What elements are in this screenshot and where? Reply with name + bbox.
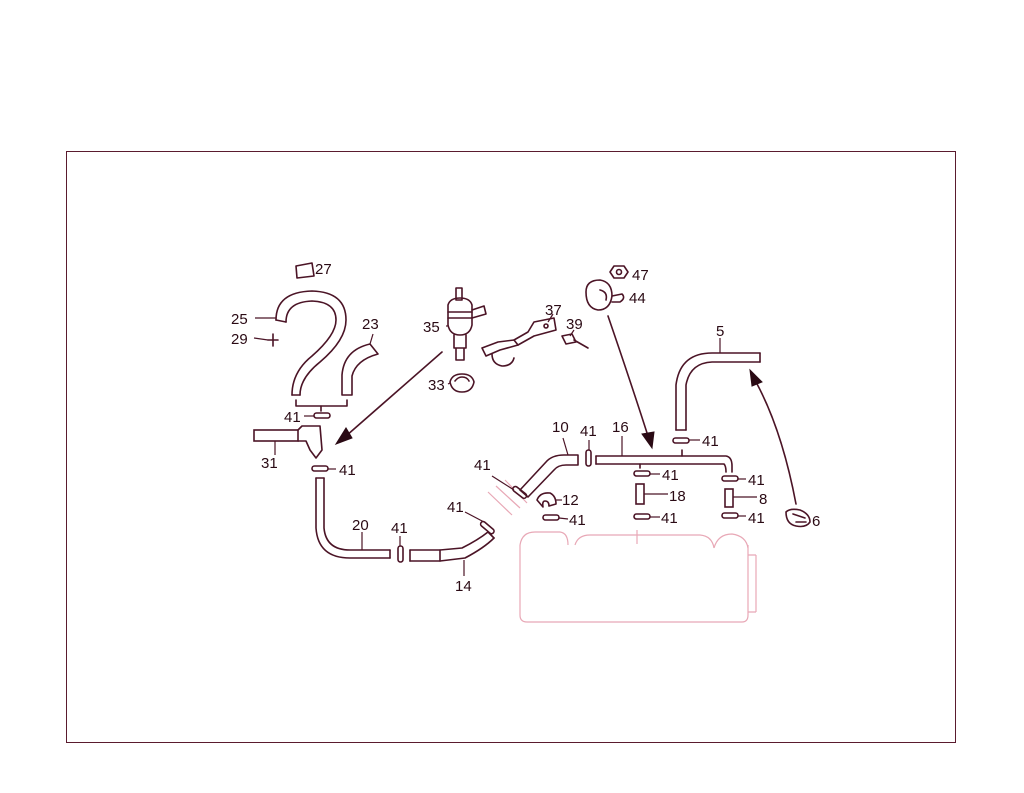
label-41-e: 41	[474, 457, 491, 474]
label-25: 25	[231, 311, 248, 328]
label-8: 8	[759, 491, 767, 508]
part-23-hose	[341, 343, 379, 396]
label-41-a: 41	[284, 409, 301, 426]
label-31: 31	[261, 455, 278, 472]
part-14-hose	[409, 531, 495, 562]
part-25-hose	[275, 290, 347, 396]
label-20: 20	[352, 517, 369, 534]
label-47: 47	[632, 267, 649, 284]
label-41-j: 41	[661, 510, 678, 527]
label-6: 6	[812, 513, 820, 530]
label-29: 29	[231, 331, 248, 348]
label-35: 35	[423, 319, 440, 336]
part-37-bracket	[481, 317, 557, 367]
label-10: 10	[552, 419, 569, 436]
label-41-i: 41	[662, 467, 679, 484]
arrow-filter-to-tee	[334, 351, 443, 445]
label-33: 33	[428, 377, 445, 394]
part-18-pipe	[635, 483, 645, 505]
part-33-grommet	[449, 373, 475, 393]
part-31-tee	[253, 425, 323, 459]
part-5-hose	[675, 352, 761, 431]
arrow-clip-to-hose	[749, 368, 797, 505]
part-44-mount	[585, 279, 625, 311]
label-18: 18	[669, 488, 686, 505]
leader-lines	[253, 313, 757, 576]
part-8-pipe	[724, 488, 734, 508]
label-16: 16	[612, 419, 629, 436]
label-41-g: 41	[569, 512, 586, 529]
label-41-b: 41	[339, 462, 356, 479]
part-12-elbow	[536, 492, 557, 508]
label-23: 23	[362, 316, 379, 333]
label-41-k: 41	[748, 472, 765, 489]
fuel-tank-outline	[487, 479, 757, 623]
label-12: 12	[562, 492, 579, 509]
label-39: 39	[566, 316, 583, 333]
part-47-nut	[609, 265, 629, 279]
part-27-clip	[295, 262, 315, 279]
label-41-c: 41	[391, 520, 408, 537]
label-41-d: 41	[447, 499, 464, 516]
label-5: 5	[716, 323, 724, 340]
label-41-f: 41	[580, 423, 597, 440]
label-44: 44	[629, 290, 646, 307]
part-16-pipe	[595, 449, 733, 473]
label-37: 37	[545, 302, 562, 319]
part-35-filter	[447, 287, 487, 361]
label-41-l: 41	[748, 510, 765, 527]
part-6-clip	[785, 508, 811, 528]
part-labels: 27 25 29 23 35 33 37 39 47 44 5 41 31 41…	[231, 261, 820, 595]
label-27: 27	[315, 261, 332, 278]
part-20-hose	[315, 477, 391, 559]
part-10-hose	[519, 454, 579, 498]
arrow-mount-to-pipe	[607, 315, 655, 450]
part-39-screw	[561, 333, 589, 349]
part-29-screw	[267, 333, 279, 347]
diagram-frame	[66, 151, 956, 743]
bracket-lines	[295, 399, 348, 412]
label-14: 14	[455, 578, 472, 595]
label-41-h: 41	[702, 433, 719, 450]
